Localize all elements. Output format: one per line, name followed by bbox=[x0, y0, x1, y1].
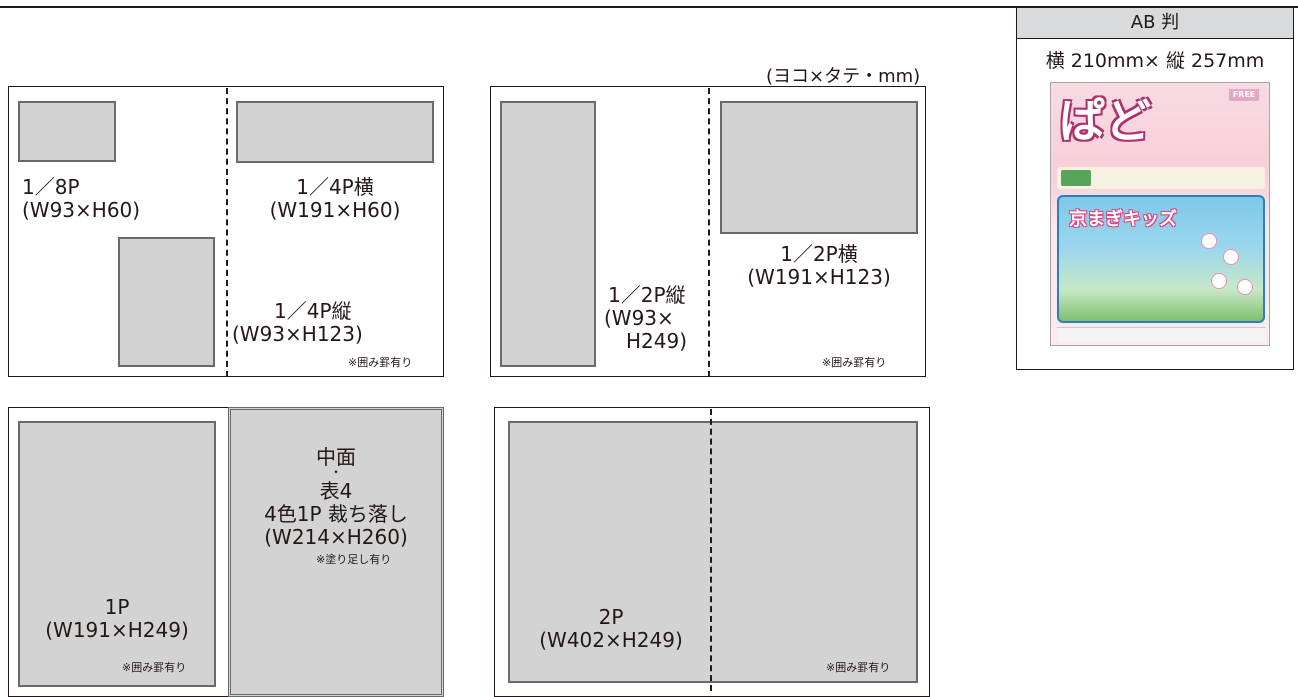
center-fold-line bbox=[710, 409, 712, 691]
ad-box-half-vertical bbox=[500, 101, 596, 367]
cover-photo-bubble bbox=[1211, 273, 1227, 289]
label-eighth-size: 1／8P bbox=[22, 175, 80, 199]
label-full-size: 1P bbox=[104, 595, 130, 619]
cover-green-tag bbox=[1061, 170, 1091, 186]
ab-size-dims: 横 210mm× 縦 257mm bbox=[1045, 50, 1265, 72]
border-note: ※囲み罫有り bbox=[822, 356, 887, 369]
ad-box-quarter-vertical bbox=[118, 237, 215, 367]
magazine-cover-image: ぱど FREE 京まぎキッズ bbox=[1050, 82, 1270, 346]
label-spread-dims: (W402×H249) bbox=[539, 628, 683, 652]
label-quarter-horizontal-dims: (W191×H60) bbox=[269, 198, 401, 222]
border-note: ※囲み罫有り bbox=[122, 661, 187, 674]
label-eighth-dims: (W93×H60) bbox=[22, 198, 141, 222]
label-bleed-size: 4色1P 裁ち落し bbox=[264, 502, 408, 526]
cover-photo-bubble bbox=[1237, 279, 1253, 295]
label-quarter-vertical-dims: (W93×H123) bbox=[232, 322, 363, 346]
label-half-vertical-dims: (W93× bbox=[604, 306, 674, 330]
cover-feature-title: 京まぎキッズ bbox=[1069, 209, 1177, 230]
center-fold-line bbox=[708, 88, 710, 377]
label-bleed-dot: ・ bbox=[329, 465, 342, 479]
ad-box-bleed-page bbox=[228, 407, 444, 697]
ab-size-title: AB 判 bbox=[1016, 7, 1294, 39]
ad-box-spread bbox=[508, 421, 918, 683]
label-half-horizontal-dims: (W191×H123) bbox=[747, 265, 891, 289]
top-rule bbox=[0, 6, 1298, 8]
label-bleed-title: 中面 bbox=[316, 445, 356, 469]
ad-box-half-horizontal bbox=[720, 101, 918, 234]
cover-banner bbox=[1057, 167, 1265, 189]
center-fold-line bbox=[226, 88, 228, 377]
cover-footer bbox=[1057, 327, 1265, 342]
label-spread-size: 2P bbox=[598, 605, 624, 629]
label-bleed-back-cover: 表4 bbox=[319, 479, 353, 503]
label-quarter-horizontal-size: 1／4P横 bbox=[296, 175, 374, 199]
ad-box-quarter-horizontal bbox=[236, 101, 434, 163]
magazine-logo: ぱど bbox=[1059, 94, 1151, 148]
label-quarter-vertical-size: 1／4P縦 bbox=[274, 299, 352, 323]
border-note: ※囲み罫有り bbox=[348, 356, 413, 369]
label-half-vertical-size: 1／2P縦 bbox=[608, 283, 686, 307]
label-bleed-dims: (W214×H260) bbox=[264, 525, 408, 549]
free-badge: FREE bbox=[1229, 89, 1259, 101]
unit-note: (ヨコ×タテ・mm) bbox=[766, 66, 921, 87]
ad-box-eighth-page bbox=[18, 101, 116, 162]
cover-photo-bubble bbox=[1201, 233, 1217, 249]
cover-photo-bubble bbox=[1223, 249, 1239, 265]
label-half-horizontal-size: 1／2P横 bbox=[780, 242, 858, 266]
ad-box-full-page bbox=[18, 421, 216, 687]
bleed-note: ※塗り足し有り bbox=[316, 553, 392, 566]
label-half-vertical-dims-2: H249) bbox=[626, 329, 688, 353]
label-full-dims: (W191×H249) bbox=[45, 618, 189, 642]
border-note: ※囲み罫有り bbox=[826, 661, 891, 674]
